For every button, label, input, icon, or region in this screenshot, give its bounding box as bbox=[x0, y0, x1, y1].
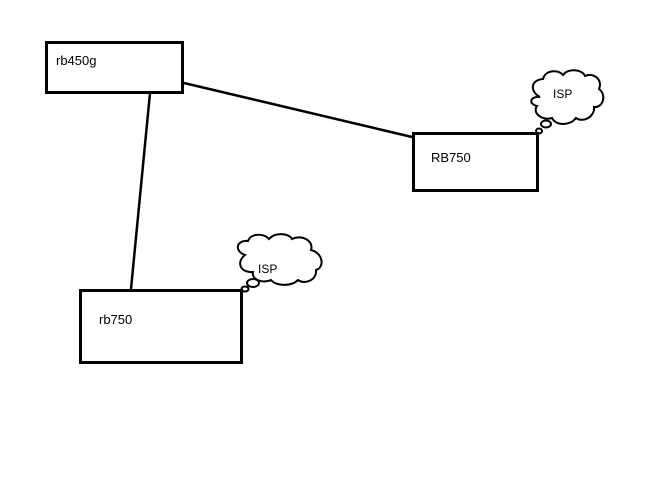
isp-cloud-icon bbox=[530, 69, 605, 135]
router-label: RB750 bbox=[431, 150, 471, 165]
router-node-rb750: rb750 bbox=[79, 289, 243, 364]
link-rb450g-rb750 bbox=[129, 92, 152, 290]
router-label: rb750 bbox=[99, 312, 133, 327]
isp-cloud-icon bbox=[236, 233, 323, 293]
router-node-RB750: RB750 bbox=[412, 132, 539, 192]
router-node-rb450g: rb450g bbox=[45, 41, 184, 94]
isp-cloud-label: ISP bbox=[553, 87, 573, 101]
isp-cloud-label: ISP bbox=[258, 262, 278, 276]
link-rb450g-RB750 bbox=[183, 81, 413, 139]
router-label: rb450g bbox=[56, 53, 97, 68]
